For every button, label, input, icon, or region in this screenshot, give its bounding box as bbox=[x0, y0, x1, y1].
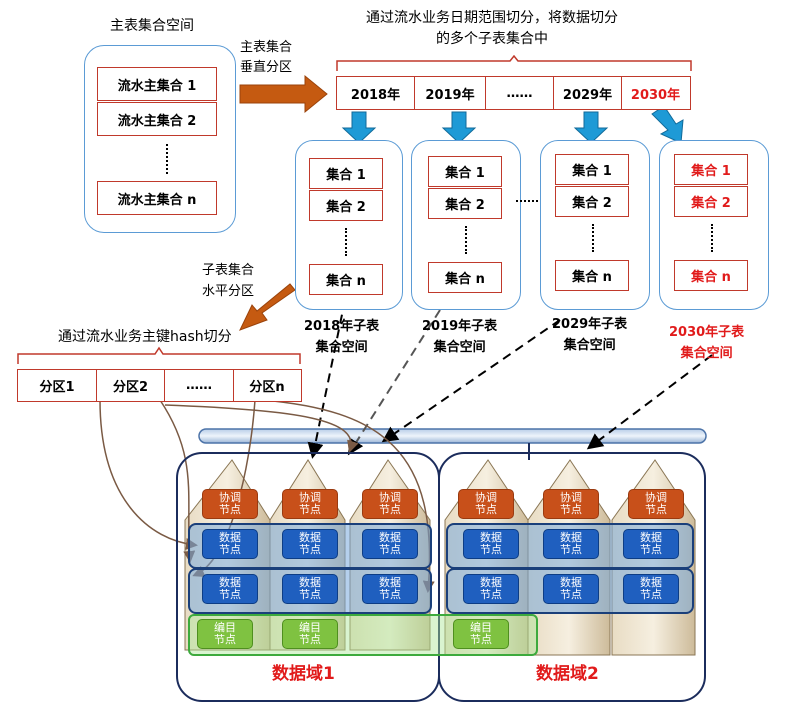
data-node: 数据节点 bbox=[463, 529, 519, 559]
data-node: 数据节点 bbox=[543, 529, 599, 559]
data-node: 数据节点 bbox=[362, 529, 418, 559]
year-2029: 2029年 bbox=[554, 77, 622, 109]
year-bar: 2018年 2019年 …… 2029年 2030年 bbox=[336, 76, 691, 110]
data-domain-2-label: 数据域2 bbox=[536, 664, 599, 684]
year-2018: 2018年 bbox=[337, 77, 415, 109]
year-2030: 2030年 bbox=[630, 87, 681, 103]
sub-2030-ellipsis bbox=[711, 224, 715, 252]
catalog-node: 编目节点 bbox=[453, 619, 509, 649]
year-down-arrows bbox=[341, 105, 684, 144]
data-domain-2 bbox=[438, 452, 706, 702]
horizontal-partition-label: 子表集合 水平分区 bbox=[202, 263, 255, 299]
sub-2030-collection-2: 集合 2 bbox=[674, 186, 748, 217]
data-node: 数据节点 bbox=[202, 574, 258, 604]
main-collection-ellipsis bbox=[166, 144, 170, 174]
sub-2018-collection-1: 集合 1 bbox=[309, 158, 383, 189]
sub-space-2019-label: 2019年子表 集合空间 bbox=[422, 319, 498, 355]
sub-2018-collection-n: 集合 n bbox=[309, 264, 383, 295]
coord-node: 协调节点 bbox=[202, 489, 258, 519]
network-bus bbox=[198, 428, 707, 444]
sub-2019-collection-1: 集合 1 bbox=[428, 156, 502, 187]
sub-2018-ellipsis bbox=[345, 228, 349, 256]
data-node: 数据节点 bbox=[463, 574, 519, 604]
data-node: 数据节点 bbox=[543, 574, 599, 604]
sub-2029-collection-n: 集合 n bbox=[555, 260, 629, 291]
data-node: 数据节点 bbox=[282, 529, 338, 559]
sub-2029-ellipsis bbox=[592, 224, 596, 252]
data-node: 数据节点 bbox=[623, 529, 679, 559]
main-space-title: 主表集合空间 bbox=[110, 18, 194, 34]
main-collection-n: 流水主集合 n bbox=[97, 181, 217, 215]
sub-2030-collection-1: 集合 1 bbox=[674, 154, 748, 185]
vertical-partition-arrow bbox=[239, 74, 328, 114]
sub-space-2030-label: 2030年子表 集合空间 bbox=[669, 325, 745, 361]
sub-space-2029-label: 2029年子表 集合空间 bbox=[552, 317, 628, 353]
coord-node: 协调节点 bbox=[362, 489, 418, 519]
partition-ellipsis: …… bbox=[165, 370, 234, 401]
sub-2029-collection-1: 集合 1 bbox=[555, 154, 629, 185]
coord-node: 协调节点 bbox=[282, 489, 338, 519]
sub-2018-collection-2: 集合 2 bbox=[309, 190, 383, 221]
data-node: 数据节点 bbox=[362, 574, 418, 604]
partition-2: 分区2 bbox=[97, 370, 165, 401]
sub-spaces-ellipsis bbox=[516, 200, 546, 204]
data-node: 数据节点 bbox=[202, 529, 258, 559]
caption-brace bbox=[336, 55, 692, 71]
data-node: 数据节点 bbox=[282, 574, 338, 604]
hash-caption: 通过流水业务主键hash切分 bbox=[58, 329, 232, 345]
sub-2019-ellipsis bbox=[465, 226, 469, 254]
year-2019: 2019年 bbox=[415, 77, 486, 109]
partition-1: 分区1 bbox=[18, 370, 97, 401]
sub-2019-collection-2: 集合 2 bbox=[428, 188, 502, 219]
dashed-mapping-arrows bbox=[307, 299, 713, 459]
coord-node: 协调节点 bbox=[628, 489, 684, 519]
sub-2030-collection-n: 集合 n bbox=[674, 260, 748, 291]
sub-2029-collection-2: 集合 2 bbox=[555, 186, 629, 217]
coord-node: 协调节点 bbox=[458, 489, 514, 519]
catalog-node: 编目节点 bbox=[197, 619, 253, 649]
vertical-partition-label: 主表集合 垂直分区 bbox=[240, 40, 293, 75]
hash-brace bbox=[17, 346, 301, 364]
partition-n: 分区n bbox=[249, 380, 285, 395]
sub-space-2018-label: 2018年子表 集合空间 bbox=[304, 319, 380, 355]
coord-node: 协调节点 bbox=[543, 489, 599, 519]
year-ellipsis: …… bbox=[486, 77, 554, 109]
partition-bar: 分区1 分区2 …… 分区n bbox=[17, 369, 302, 402]
data-node: 数据节点 bbox=[623, 574, 679, 604]
catalog-node: 编目节点 bbox=[282, 619, 338, 649]
main-collection-1: 流水主集合 1 bbox=[97, 67, 217, 101]
sub-2019-collection-n: 集合 n bbox=[428, 262, 502, 293]
main-collection-2: 流水主集合 2 bbox=[97, 102, 217, 136]
data-domain-1-label: 数据域1 bbox=[272, 664, 335, 684]
horizontal-partition-arrow bbox=[239, 283, 296, 331]
date-split-caption: 通过流水业务日期范围切分，将数据切分 的多个子表集合中 bbox=[366, 10, 618, 47]
